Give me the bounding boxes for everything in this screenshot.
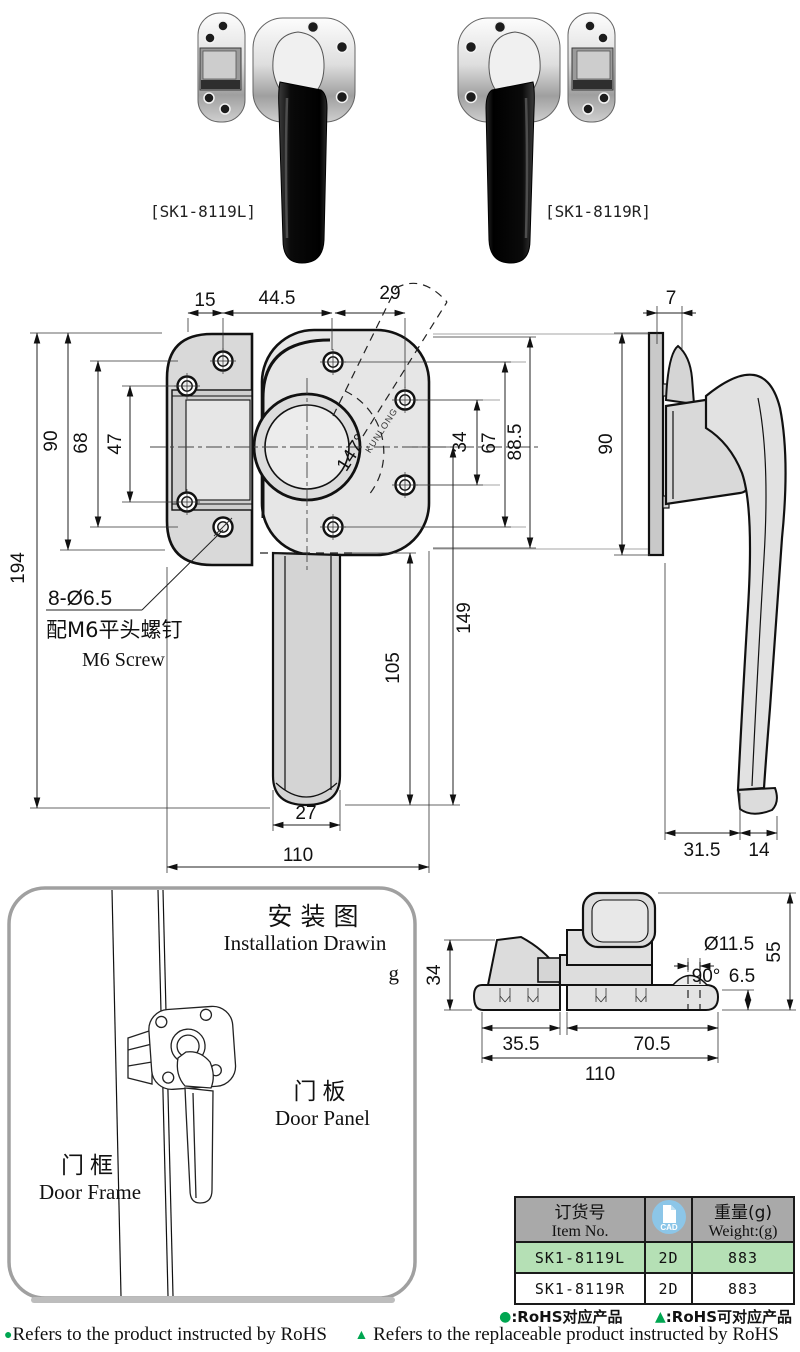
door-panel-cn: 门板 [293,1079,352,1105]
product-label-right: [SK1-8119R] [545,202,651,221]
product-label-left: [SK1-8119L] [150,202,256,221]
dimension-drawing: 147° KUNLONG 15 44.5 29 [8,282,787,873]
dim-inst-70-5: 70.5 [634,1034,671,1055]
dim-90-side: 90 [596,433,617,454]
strike-screw-holes [203,20,231,115]
installation-title-en-line1: Installation Drawin [223,931,387,955]
dim-15: 15 [194,290,215,311]
dim-inst-110: 110 [585,1064,615,1085]
installation-title-cn: 安装图 [267,902,367,931]
dim-90-front: 90 [41,430,62,451]
handle-rotation-dashed [332,282,448,497]
rohs-legend-cn: ●:RoHS对应产品 ▲:RoHS可对应产品 [499,1308,792,1326]
weight-value: 883 [691,1241,795,1274]
cad-icon: CAD [651,1200,686,1234]
door-panel-label: 门板 Door Panel [245,1072,400,1131]
header-cad: CAD [644,1196,693,1243]
install-dims: 34 55 Ø11.5 90° 6.5 [424,892,796,1085]
dim-149: 149 [454,602,475,634]
dim-inst-hole: Ø11.5 [704,934,754,955]
dim-68: 68 [71,432,92,453]
screw-marks [499,988,647,1003]
cad-link[interactable]: 2D [644,1241,693,1274]
dim-27: 27 [295,803,316,824]
dim-194: 194 [8,552,29,584]
handle-photo [457,17,561,264]
svg-text:CAD: CAD [660,1223,678,1232]
header-item: 订货号 Item No. [514,1196,646,1243]
table-row: SK1-8119R 2D 883 [514,1272,795,1305]
front-screw-holes [174,348,418,540]
installed-latch-art [127,1005,237,1204]
handle-shaft [271,551,342,807]
table-row: SK1-8119L 2D 883 [514,1241,795,1274]
door-frame-cn: 门框 [61,1153,119,1179]
product-photo-left [197,12,356,264]
dim-14: 14 [748,840,770,861]
door-frame-label: 门框 Door Frame [15,1146,165,1205]
dim-inst-34: 34 [424,964,445,986]
dim-88-5: 88.5 [505,424,526,461]
item-no: SK1-8119R [514,1272,646,1305]
dim-110: 110 [283,845,313,866]
latch-tongue [664,344,696,406]
cad-link[interactable]: 2D [644,1272,693,1305]
dim-inst-35-5: 35.5 [503,1034,540,1055]
rohs-triangle-icon: ▲ [354,1328,369,1343]
installation-title-en: Installation Drawin g [205,928,405,988]
rohs-dot-icon: ● [499,1309,512,1325]
handle-photo [252,17,356,264]
dim-105: 105 [383,652,404,684]
parts-table: 订货号 Item No. CAD 重量(g) Weight:(g) SK1-81… [514,1196,795,1305]
strike-plate-photo [197,12,246,123]
product-photo-right [457,12,616,264]
dimension-top: 15 44.5 29 [187,283,406,388]
note-hole-spec: 8-Ø6.5 [48,587,112,610]
dim-inst-angle: 90° [692,966,721,987]
dim-inst-55: 55 [764,941,785,962]
note-screw-en: M6 Screw [82,649,165,671]
installation-drawing: 34 55 Ø11.5 90° 6.5 [7,886,796,1303]
dimension-left: 194 90 68 47 [8,332,270,809]
item-no: SK1-8119L [514,1241,646,1274]
handle-screw-holes [306,20,349,104]
dim-7: 7 [666,288,677,309]
dim-34: 34 [450,431,471,453]
door-panel-en: Door Panel [274,1106,371,1130]
rohs-legend-en: ●Refers to the product instructed by RoH… [4,1324,779,1345]
table-header-row: 订货号 Item No. CAD 重量(g) Weight:(g) [514,1196,795,1243]
note-screw-cn: 配M6平头螺钉 [46,618,182,642]
door-frame-en: Door Frame [38,1180,142,1204]
strike-plate-photo [567,12,616,123]
dim-47: 47 [105,433,126,454]
header-weight: 重量(g) Weight:(g) [691,1196,795,1243]
installation-title-en-line2: g [388,961,400,985]
dim-67: 67 [479,432,500,453]
dimension-bottom: 27 110 [166,551,430,873]
weight-value: 883 [691,1272,795,1305]
rohs-dot-icon: ● [4,1328,13,1343]
front-view: 147° KUNLONG [150,282,540,807]
handle-grip [278,81,328,264]
handle-side-profile [704,373,787,792]
dim-44-5: 44.5 [259,288,296,309]
door-lines [111,889,174,1297]
side-view [647,331,787,815]
screw-note: 8-Ø6.5 配M6平头螺钉 M6 Screw [46,529,224,671]
rohs-triangle-icon: ▲ [655,1309,666,1325]
dimension-right: 34 67 88.5 149 105 [344,336,536,806]
install-side-view: 34 55 Ø11.5 90° 6.5 [424,891,796,1085]
dim-31-5: 31.5 [684,840,721,861]
handle-tip [736,786,778,815]
dim-inst-depth: 6.5 [729,966,755,987]
dim-29: 29 [379,283,400,304]
dimension-side-view: 7 90 31.5 14 [596,288,778,861]
